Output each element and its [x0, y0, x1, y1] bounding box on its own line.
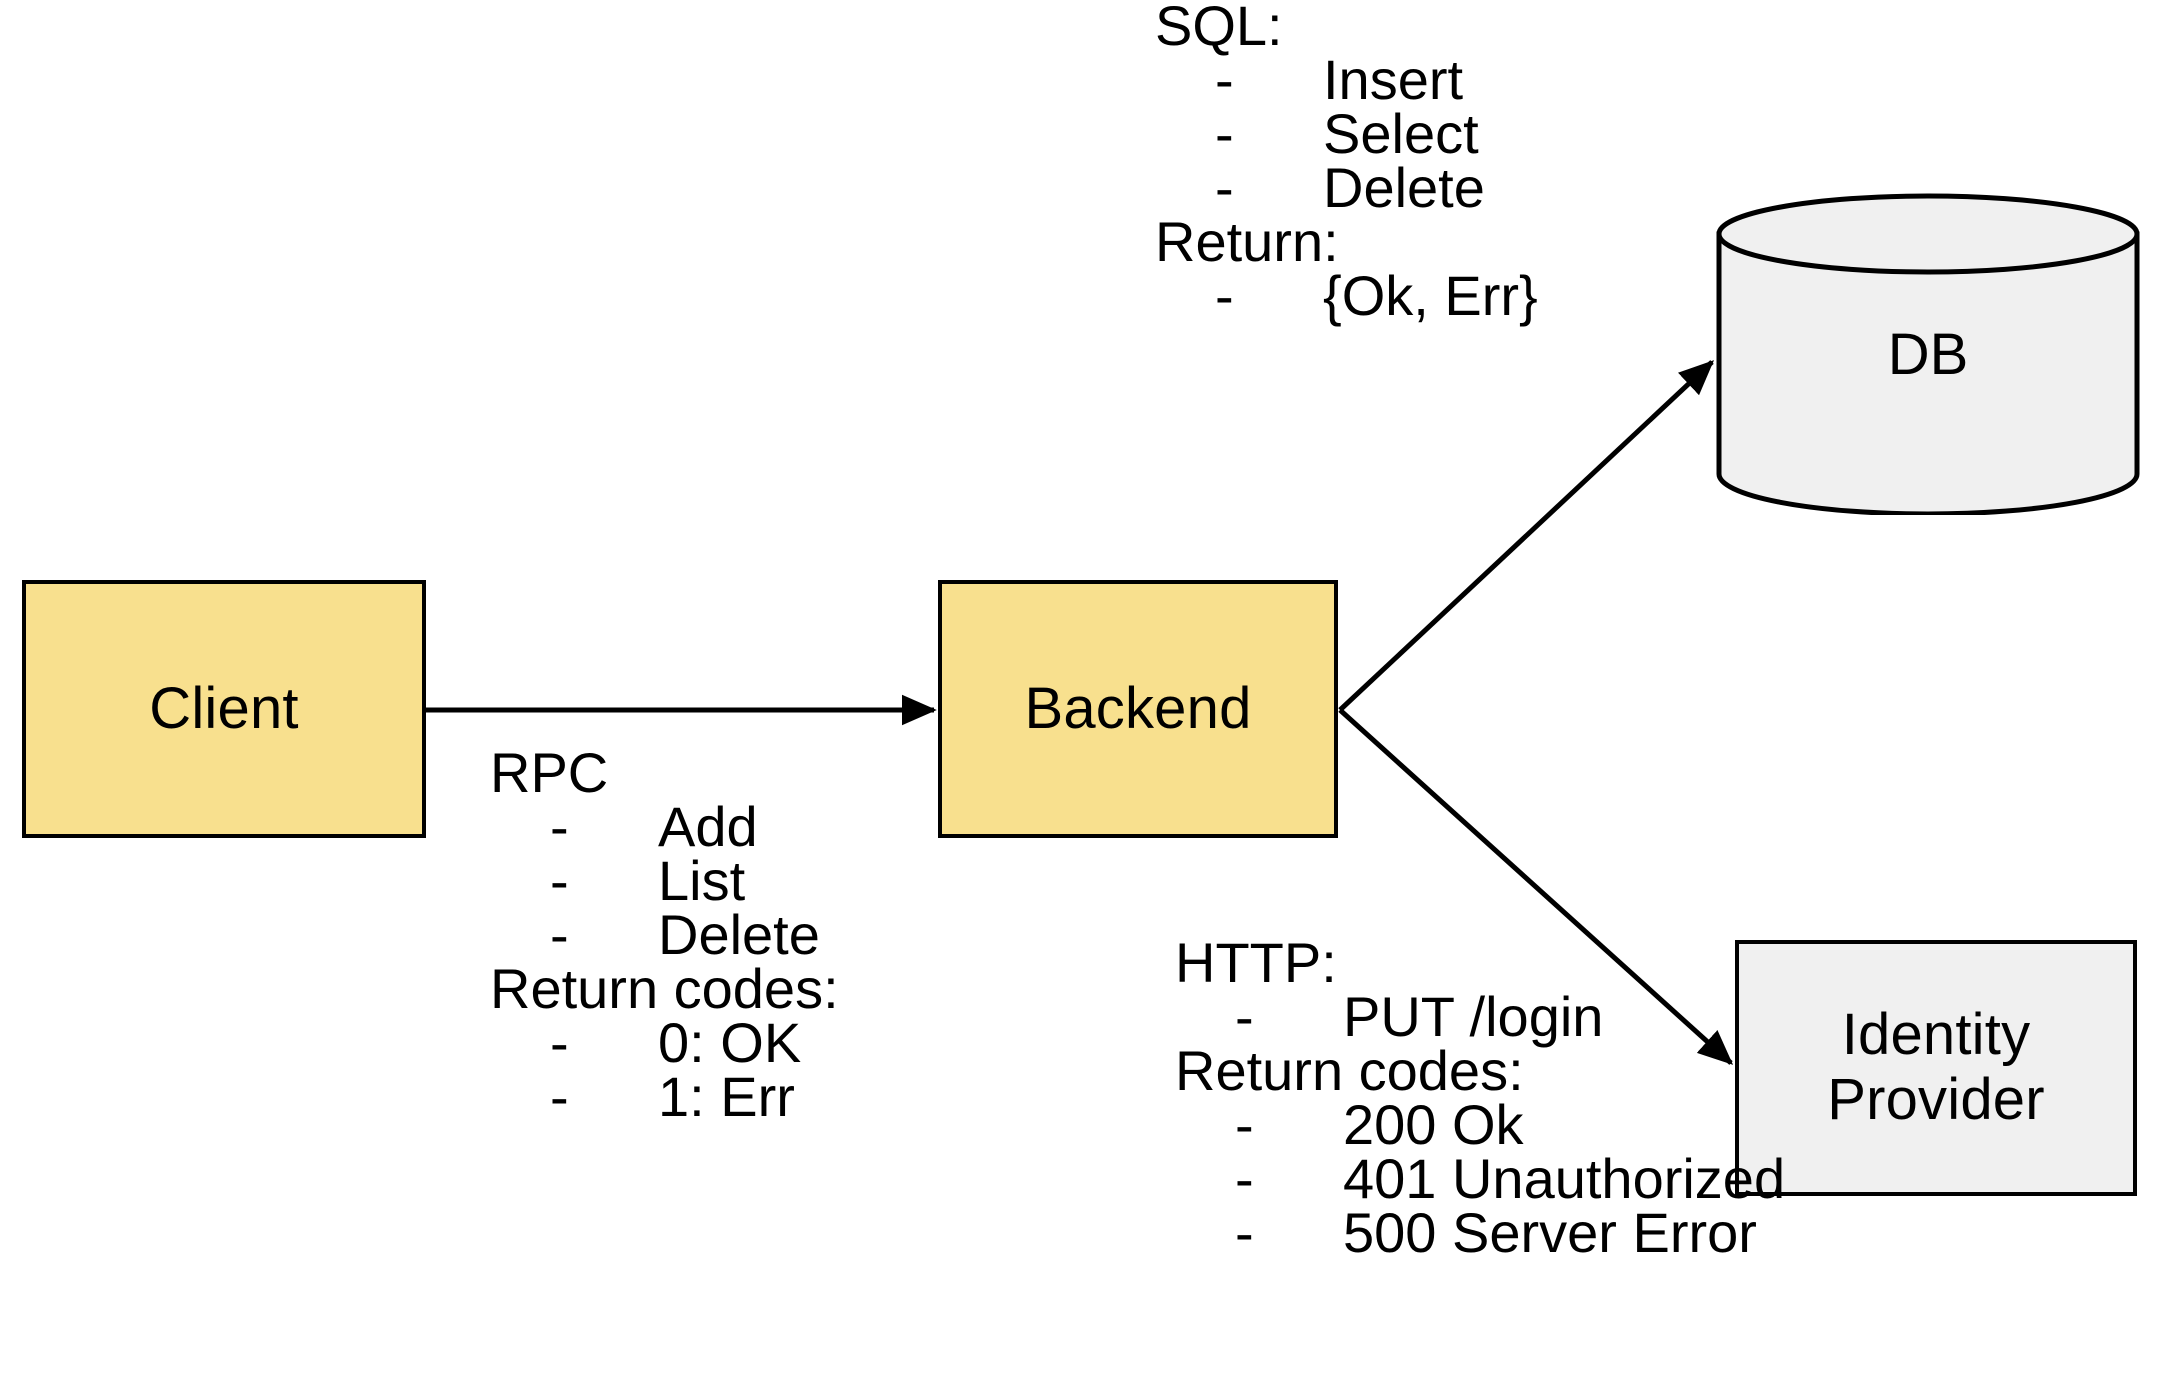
http-return-1: 401 Unauthorized	[1343, 1147, 1786, 1210]
bullet-dash-icon: -	[1235, 1201, 1254, 1264]
bullet-dash-icon: -	[1215, 264, 1234, 327]
node-backend-label: Backend	[1024, 675, 1252, 741]
node-client[interactable]: Client	[22, 580, 426, 838]
bullet-dash-icon: -	[1235, 1093, 1254, 1156]
rpc-item-row: - Add	[490, 795, 839, 858]
node-backend[interactable]: Backend	[938, 580, 1338, 838]
annotation-sql: SQL: - Insert - Select - Delete Return: …	[1155, 0, 1538, 327]
sql-return-0: {Ok, Err}	[1323, 264, 1538, 327]
rpc-item-1: List	[658, 849, 746, 912]
sql-item-0: Insert	[1323, 48, 1464, 111]
bullet-dash-icon: -	[550, 795, 569, 858]
bullet-dash-icon: -	[1215, 102, 1234, 165]
bullet-dash-icon: -	[1235, 1147, 1254, 1210]
node-client-label: Client	[149, 675, 299, 741]
node-db[interactable]: DB	[1716, 193, 2140, 515]
bullet-dash-icon: -	[1235, 985, 1254, 1048]
sql-item-2: Delete	[1323, 156, 1485, 219]
http-return-row: - 500 Server Error	[1175, 1201, 1757, 1264]
http-header: HTTP:	[1175, 931, 1337, 994]
http-return-row: - 200 Ok	[1175, 1093, 1524, 1156]
rpc-return-1: 1: Err	[658, 1065, 795, 1128]
rpc-item-2: Delete	[658, 903, 820, 966]
bullet-dash-icon: -	[550, 1065, 569, 1128]
sql-item-1: Select	[1323, 102, 1479, 165]
http-subheader: Return codes:	[1175, 1039, 1524, 1102]
sql-item-row: - Insert	[1155, 48, 1463, 111]
rpc-return-row: - 1: Err	[490, 1065, 839, 1128]
http-item-row: - PUT /login	[1175, 985, 1603, 1048]
http-return-row: - 401 Unauthorized	[1175, 1147, 1785, 1210]
bullet-dash-icon: -	[550, 903, 569, 966]
bullet-dash-icon: -	[1215, 156, 1234, 219]
annotation-rpc: RPC - Add - List - Delete Return codes: …	[490, 741, 839, 1128]
identity-provider-label-line2: Provider	[1827, 1067, 2045, 1132]
rpc-subheader: Return codes:	[490, 957, 839, 1020]
http-return-0: 200 Ok	[1343, 1093, 1524, 1156]
http-item-0: PUT /login	[1343, 985, 1604, 1048]
bullet-dash-icon: -	[1215, 48, 1234, 111]
rpc-return-0: 0: OK	[658, 1011, 802, 1074]
sql-return-row: - {Ok, Err}	[1155, 264, 1538, 327]
node-identity-provider[interactable]: Identity Provider	[1735, 940, 2137, 1196]
cylinder-shape	[1716, 193, 2140, 515]
edge-backend-to-db	[1338, 360, 1715, 712]
node-identity-provider-label: Identity Provider	[1827, 1002, 2045, 1133]
rpc-header: RPC	[490, 741, 609, 804]
rpc-return-row: - 0: OK	[490, 1011, 839, 1074]
sql-item-row: - Delete	[1155, 156, 1485, 219]
rpc-item-row: - Delete	[490, 903, 839, 966]
sql-header: SQL:	[1155, 0, 1283, 57]
bullet-dash-icon: -	[550, 1011, 569, 1074]
annotation-http: HTTP: - PUT /login Return codes: - 200 O…	[1175, 931, 1785, 1264]
rpc-item-row: - List	[490, 849, 839, 912]
bullet-dash-icon: -	[550, 849, 569, 912]
identity-provider-label-line1: Identity	[1841, 1002, 2031, 1068]
http-return-2: 500 Server Error	[1343, 1201, 1757, 1264]
sql-subheader: Return:	[1155, 210, 1339, 273]
rpc-item-0: Add	[658, 795, 758, 858]
sql-item-row: - Select	[1155, 102, 1479, 165]
